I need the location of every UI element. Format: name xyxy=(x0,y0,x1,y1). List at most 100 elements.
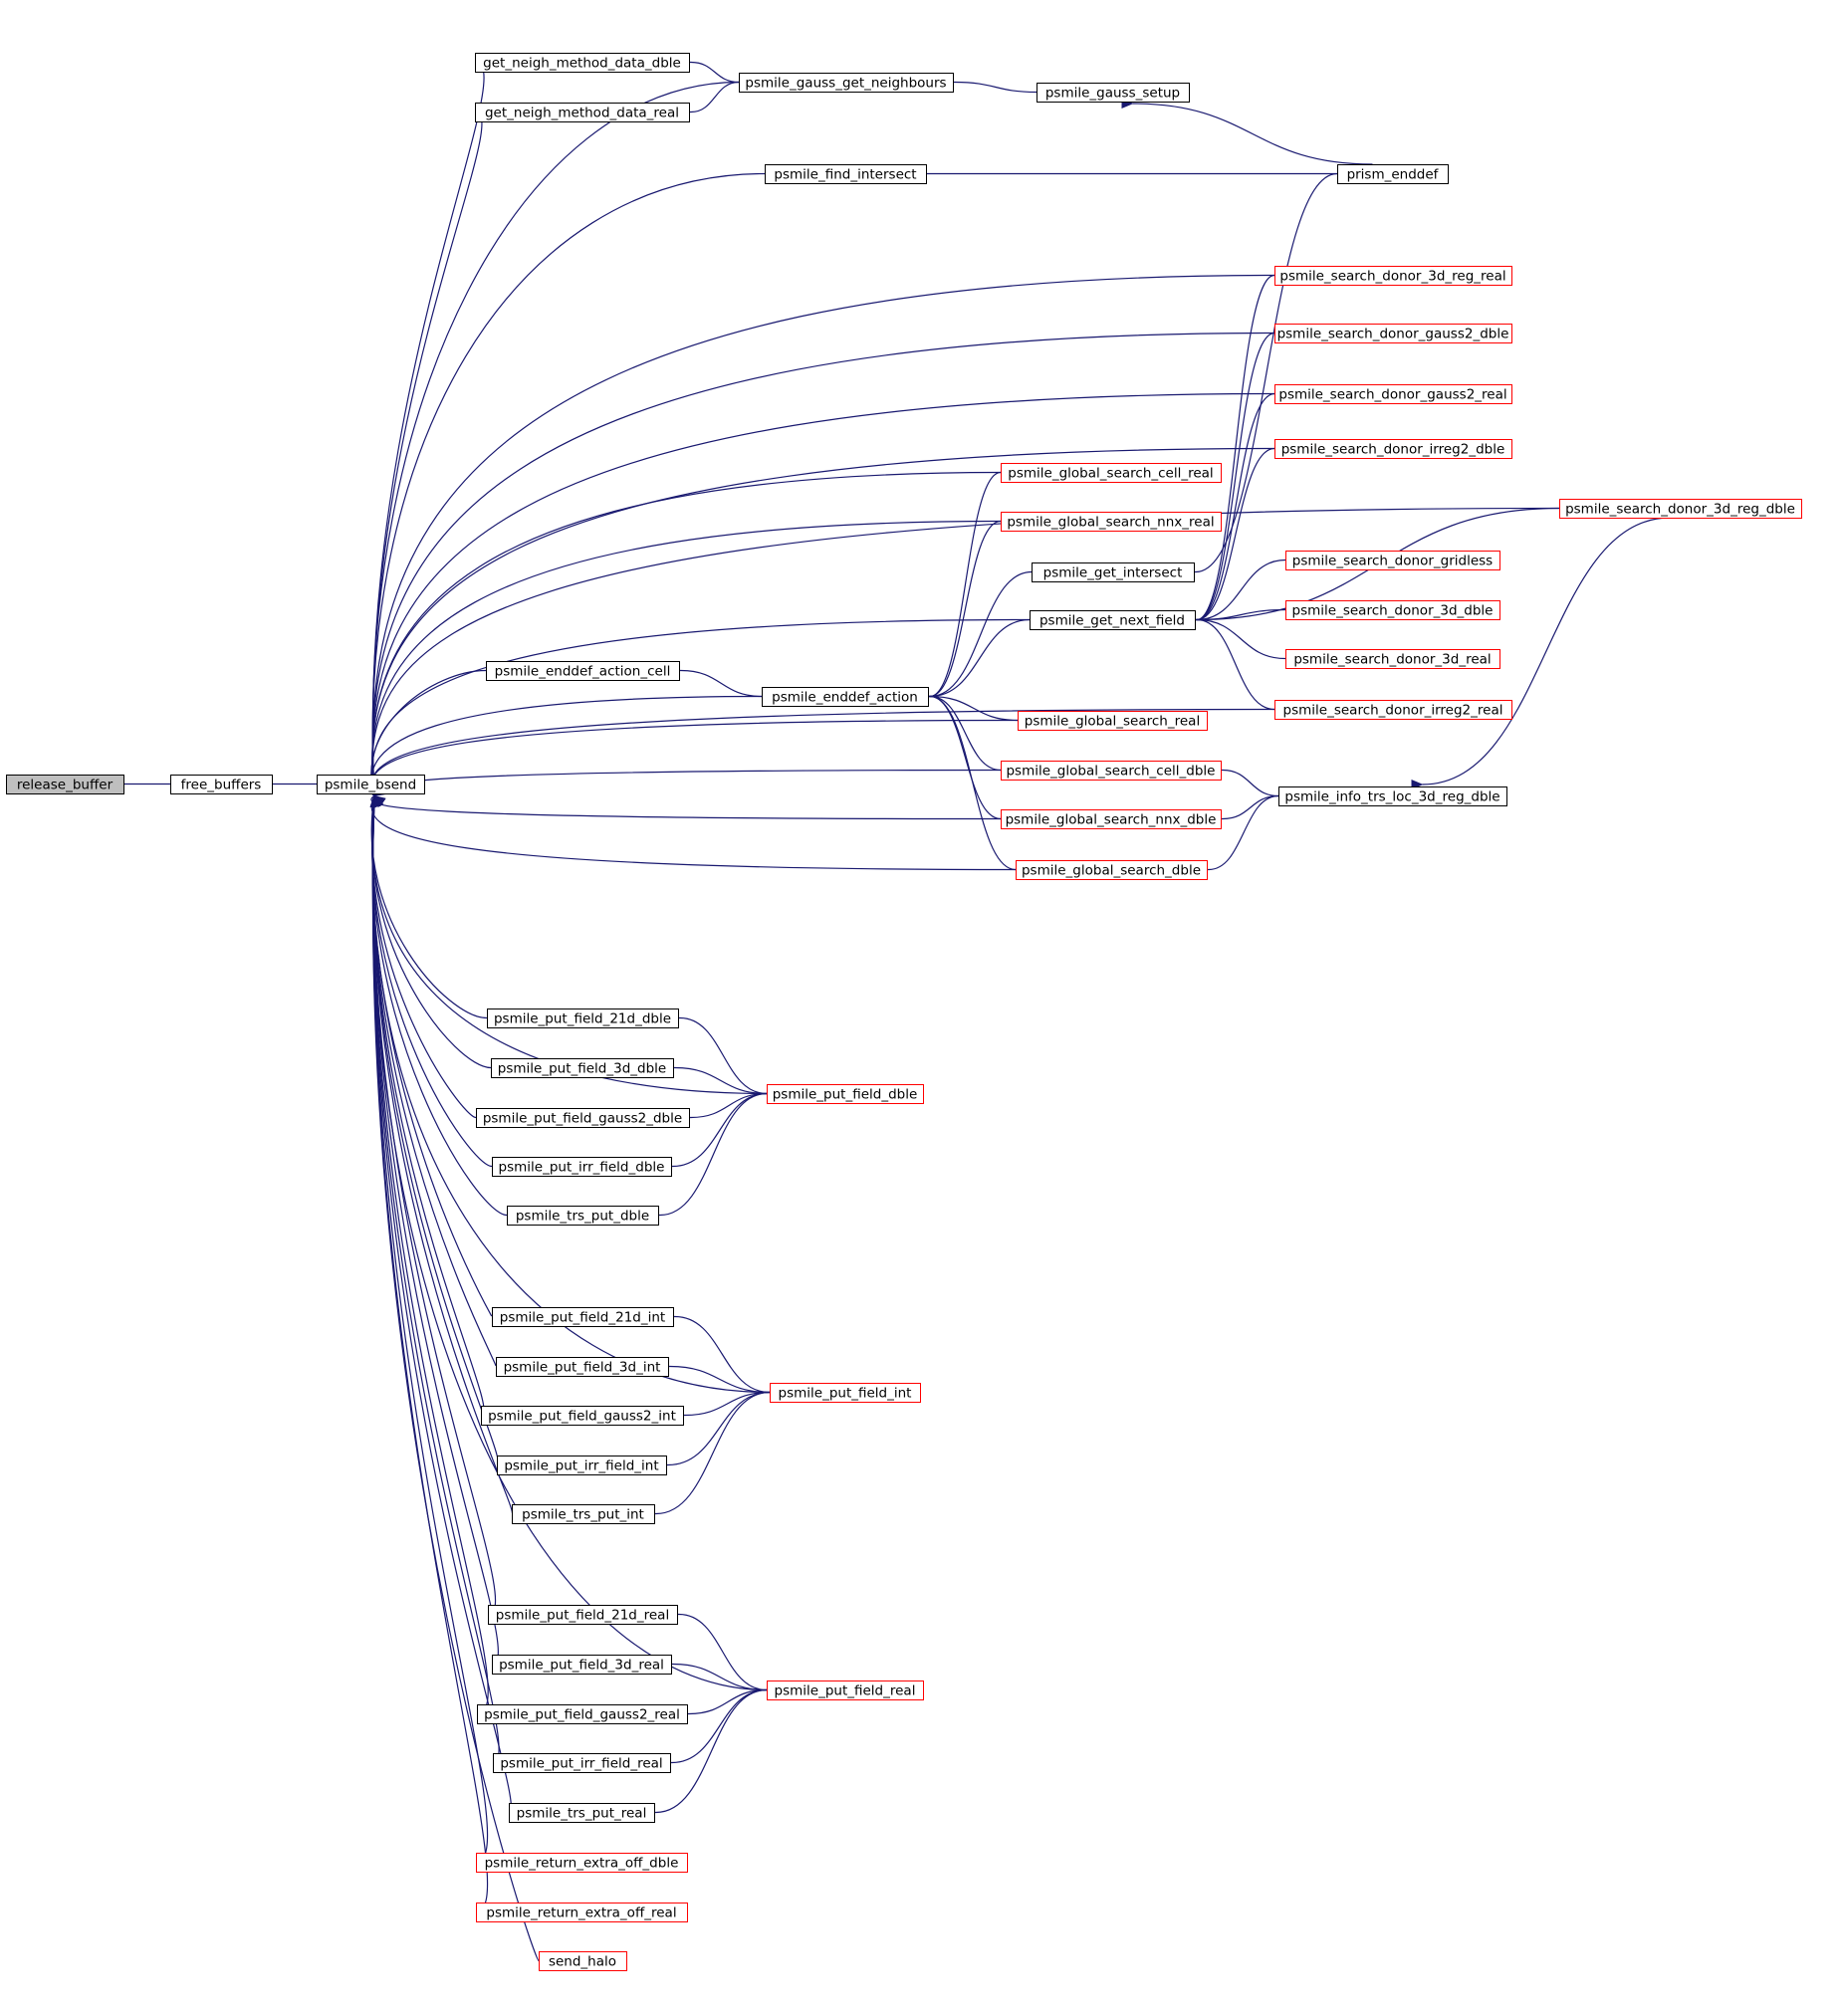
node-label: psmile_put_field_21d_int xyxy=(500,1310,665,1326)
node-psmile_put_field_dble[interactable]: psmile_put_field_dble xyxy=(767,1084,924,1104)
node-label: psmile_put_field_21d_dble xyxy=(494,1011,671,1027)
node-psmile_put_irr_field_dble[interactable]: psmile_put_irr_field_dble xyxy=(492,1157,672,1177)
node-psmile_put_field_3d_real[interactable]: psmile_put_field_3d_real xyxy=(492,1655,672,1675)
edge-psmile_info_trs_loc_3d_reg_dble-to-psmile_global_search_cell_dble xyxy=(1211,765,1279,797)
node-psmile_trs_put_int[interactable]: psmile_trs_put_int xyxy=(512,1504,655,1524)
node-psmile_gauss_get_neighbours[interactable]: psmile_gauss_get_neighbours xyxy=(739,73,954,93)
node-psmile_return_extra_off_dble[interactable]: psmile_return_extra_off_dble xyxy=(476,1853,688,1873)
node-label: release_buffer xyxy=(17,778,114,793)
edge-psmile_put_field_dble-to-psmile_put_field_21d_dble xyxy=(668,1012,768,1095)
node-psmile_put_field_21d_dble[interactable]: psmile_put_field_21d_dble xyxy=(487,1008,679,1028)
node-psmile_put_field_21d_real[interactable]: psmile_put_field_21d_real xyxy=(488,1605,678,1625)
node-get_neigh_method_data_real[interactable]: get_neigh_method_data_real xyxy=(475,103,690,122)
node-label: psmile_search_donor_gridless xyxy=(1292,554,1493,569)
node-psmile_search_donor_irreg2_dble[interactable]: psmile_search_donor_irreg2_dble xyxy=(1274,439,1512,459)
node-release_buffer[interactable]: release_buffer xyxy=(6,775,124,794)
node-psmile_trs_put_dble[interactable]: psmile_trs_put_dble xyxy=(507,1206,659,1226)
node-free_buffers[interactable]: free_buffers xyxy=(170,775,273,794)
node-label: psmile_put_field_3d_int xyxy=(504,1360,661,1376)
edge-psmile_global_search_real-to-psmile_enddef_action xyxy=(918,691,1019,722)
node-psmile_put_field_int[interactable]: psmile_put_field_int xyxy=(770,1383,921,1403)
node-prism_enddef[interactable]: prism_enddef xyxy=(1337,164,1449,184)
node-label: free_buffers xyxy=(181,778,262,793)
edge-psmile_put_field_dble-to-psmile_put_irr_field_dble xyxy=(661,1092,768,1172)
node-psmile_search_donor_gauss2_real[interactable]: psmile_search_donor_gauss2_real xyxy=(1274,384,1512,404)
edge-psmile_put_field_real-to-psmile_put_irr_field_real xyxy=(660,1688,768,1768)
edge-prism_enddef-to-psmile_get_intersect xyxy=(1184,172,1338,577)
node-psmile_gauss_setup[interactable]: psmile_gauss_setup xyxy=(1037,83,1190,103)
node-psmile_find_intersect[interactable]: psmile_find_intersect xyxy=(765,164,927,184)
node-psmile_bsend[interactable]: psmile_bsend xyxy=(317,775,425,794)
edge-psmile_search_donor_gauss2_real-to-psmile_get_next_field xyxy=(1185,392,1275,625)
edge-psmile_put_field_dble-to-psmile_bsend xyxy=(370,784,768,1095)
edge-psmile_search_donor_3d_reg_dble-to-psmile_info_trs_loc_3d_reg_dble xyxy=(1411,517,1671,790)
node-box xyxy=(1032,562,1195,582)
node-psmile_search_donor_3d_reg_dble[interactable]: psmile_search_donor_3d_reg_dble xyxy=(1559,499,1802,519)
node-psmile_put_field_gauss2_dble[interactable]: psmile_put_field_gauss2_dble xyxy=(476,1108,690,1128)
edge-psmile_search_donor_3d_reg_real-to-psmile_bsend xyxy=(369,274,1275,807)
node-psmile_global_search_nnx_dble[interactable]: psmile_global_search_nnx_dble xyxy=(1001,809,1222,829)
node-label: psmile_global_search_nnx_dble xyxy=(1006,812,1217,828)
node-psmile_put_field_gauss2_int[interactable]: psmile_put_field_gauss2_int xyxy=(481,1406,684,1426)
edge-psmile_search_donor_gauss2_dble-to-psmile_bsend xyxy=(369,332,1275,807)
node-psmile_global_search_cell_dble[interactable]: psmile_global_search_cell_dble xyxy=(1001,761,1222,781)
node-box xyxy=(317,775,425,794)
node-psmile_put_irr_field_int[interactable]: psmile_put_irr_field_int xyxy=(497,1456,667,1475)
node-label: psmile_info_trs_loc_3d_reg_dble xyxy=(1284,789,1499,805)
node-psmile_trs_put_real[interactable]: psmile_trs_put_real xyxy=(509,1803,655,1823)
node-box xyxy=(170,775,273,794)
node-box xyxy=(491,1058,674,1078)
node-box xyxy=(492,1655,672,1675)
node-box xyxy=(507,1206,659,1226)
edge-psmile_put_field_int-to-psmile_trs_put_int xyxy=(644,1391,771,1519)
node-get_neigh_method_data_dble[interactable]: get_neigh_method_data_dble xyxy=(475,53,690,73)
node-psmile_put_field_real[interactable]: psmile_put_field_real xyxy=(767,1680,924,1700)
edge-get_neigh_method_data_real-to-psmile_bsend xyxy=(369,111,483,807)
node-box xyxy=(493,1753,671,1773)
edge-psmile_gauss_get_neighbours-to-get_neigh_method_data_real xyxy=(679,81,740,117)
node-psmile_get_next_field[interactable]: psmile_get_next_field xyxy=(1030,610,1196,630)
node-psmile_global_search_real[interactable]: psmile_global_search_real xyxy=(1018,711,1208,731)
node-label: prism_enddef xyxy=(1347,167,1440,183)
edges-layer xyxy=(115,57,1671,1962)
node-psmile_return_extra_off_real[interactable]: psmile_return_extra_off_real xyxy=(476,1903,688,1922)
edge-psmile_get_next_field-to-psmile_enddef_action xyxy=(918,618,1031,702)
node-label: psmile_search_donor_3d_reg_dble xyxy=(1565,502,1795,518)
edge-psmile_put_field_21d_dble-to-psmile_bsend xyxy=(370,784,488,1019)
node-psmile_global_search_cell_real[interactable]: psmile_global_search_cell_real xyxy=(1001,463,1222,483)
node-psmile_search_donor_3d_reg_real[interactable]: psmile_search_donor_3d_reg_real xyxy=(1274,266,1512,286)
node-psmile_global_search_dble[interactable]: psmile_global_search_dble xyxy=(1016,860,1208,880)
node-label: psmile_get_next_field xyxy=(1039,613,1185,629)
node-psmile_put_irr_field_real[interactable]: psmile_put_irr_field_real xyxy=(493,1753,671,1773)
node-box xyxy=(1285,649,1500,669)
node-label: psmile_put_field_real xyxy=(775,1683,916,1699)
node-psmile_search_donor_gauss2_dble[interactable]: psmile_search_donor_gauss2_dble xyxy=(1274,324,1512,343)
node-psmile_put_field_gauss2_real[interactable]: psmile_put_field_gauss2_real xyxy=(477,1704,688,1724)
node-psmile_search_donor_gridless[interactable]: psmile_search_donor_gridless xyxy=(1285,551,1500,570)
node-label: psmile_bsend xyxy=(325,778,416,793)
node-box xyxy=(1016,860,1208,880)
node-psmile_put_field_3d_dble[interactable]: psmile_put_field_3d_dble xyxy=(491,1058,674,1078)
node-psmile_global_search_nnx_real[interactable]: psmile_global_search_nnx_real xyxy=(1001,512,1222,532)
node-label: psmile_put_field_gauss2_real xyxy=(484,1707,680,1723)
node-psmile_info_trs_loc_3d_reg_dble[interactable]: psmile_info_trs_loc_3d_reg_dble xyxy=(1278,786,1507,806)
edge-psmile_put_field_real-to-psmile_trs_put_real xyxy=(644,1688,768,1818)
node-box xyxy=(476,1903,688,1922)
node-psmile_search_donor_3d_dble[interactable]: psmile_search_donor_3d_dble xyxy=(1285,600,1500,620)
node-psmile_get_intersect[interactable]: psmile_get_intersect xyxy=(1032,562,1195,582)
node-box xyxy=(492,1307,674,1327)
node-psmile_search_donor_3d_real[interactable]: psmile_search_donor_3d_real xyxy=(1285,649,1500,669)
node-psmile_enddef_action_cell[interactable]: psmile_enddef_action_cell xyxy=(486,661,680,681)
node-psmile_enddef_action[interactable]: psmile_enddef_action xyxy=(762,687,929,707)
edge-psmile_gauss_get_neighbours-to-get_neigh_method_data_dble xyxy=(679,57,740,84)
node-box xyxy=(496,1357,669,1377)
node-psmile_search_donor_irreg2_real[interactable]: psmile_search_donor_irreg2_real xyxy=(1274,700,1512,720)
edge-psmile_get_next_field-to-psmile_bsend xyxy=(370,618,1031,808)
node-box xyxy=(1559,499,1802,519)
node-label: psmile_put_field_gauss2_dble xyxy=(483,1111,682,1127)
node-label: get_neigh_method_data_real xyxy=(485,106,679,121)
node-psmile_put_field_3d_int[interactable]: psmile_put_field_3d_int xyxy=(496,1357,669,1377)
node-send_halo[interactable]: send_halo xyxy=(539,1951,627,1971)
node-label: psmile_search_donor_3d_reg_real xyxy=(1279,269,1505,285)
node-psmile_put_field_21d_int[interactable]: psmile_put_field_21d_int xyxy=(492,1307,674,1327)
